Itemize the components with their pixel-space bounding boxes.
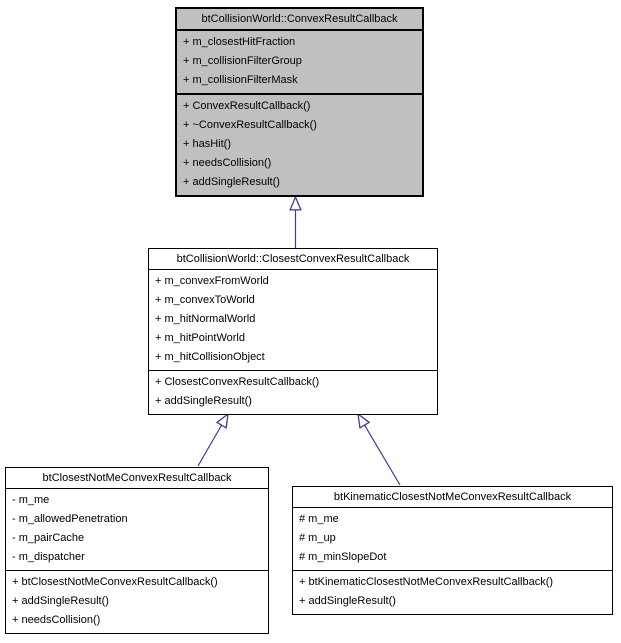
class-member: + addSingleResult() [299,595,396,607]
class-member: + m_convexToWorld [155,294,255,306]
class-attributes: # m_me # m_up # m_minSlopeDot [293,508,612,571]
class-title: btCollisionWorld::ConvexResultCallback [177,9,422,31]
class-member: - m_me [12,494,50,506]
class-title: btClosestNotMeConvexResultCallback [6,468,268,489]
class-member: + addSingleResult() [183,176,280,188]
class-member: + m_collisionFilterMask [183,74,298,86]
class-methods: + btKinematicClosestNotMeConvexResultCal… [293,571,612,614]
class-member: + addSingleResult() [155,395,252,407]
class-attributes: - m_me - m_allowedPenetration - m_pairCach… [6,489,268,571]
class-methods: + btClosestNotMeConvexResultCallback() + … [6,571,268,633]
class-member: # m_minSlopeDot [299,551,387,563]
class-title: btKinematicClosestNotMeConvexResultCallb… [293,487,612,508]
class-box-closest-convex-result-callback[interactable]: btCollisionWorld::ClosestConvexResultCal… [148,248,438,415]
class-member: + hasHit() [183,138,231,150]
class-member: + btClosestNotMeConvexResultCallback() [12,576,218,588]
class-member: - m_allowedPenetration [12,513,128,525]
class-box-closest-not-me-convex-result-callback[interactable]: btClosestNotMeConvexResultCallback - m_m… [5,467,269,634]
class-member: + m_convexFromWorld [155,275,269,287]
class-methods: + ClosestConvexResultCallback() + addSing… [149,371,437,414]
class-box-kinematic-closest-not-me-convex-result-callback[interactable]: btKinematicClosestNotMeConvexResultCallb… [292,486,613,615]
class-member: + addSingleResult() [12,595,109,607]
class-methods: + ConvexResultCallback() + ~ConvexResultC… [177,95,422,195]
class-attributes: + m_closestHitFraction + m_collisionFilte… [177,31,422,95]
class-member: + btKinematicClosestNotMeConvexResultCal… [299,576,554,588]
class-member: + ClosestConvexResultCallback() [155,376,320,388]
class-member: + ConvexResultCallback() [183,100,311,112]
class-member: # m_up [299,532,336,544]
class-member: - m_dispatcher [12,551,85,563]
class-member: + m_hitNormalWorld [155,313,256,325]
class-member: + m_closestHitFraction [183,36,296,48]
inheritance-arrow-kinematic-to-closest [358,414,401,486]
class-box-convex-result-callback[interactable]: btCollisionWorld::ConvexResultCallback +… [175,7,424,197]
class-title: btCollisionWorld::ClosestConvexResultCal… [149,249,437,270]
class-member: + m_hitPointWorld [155,332,245,344]
class-member: - m_pairCache [12,532,85,544]
class-member: # m_me [299,513,339,525]
class-member: + needsCollision() [12,614,101,626]
class-member: + m_hitCollisionObject [155,351,265,363]
class-attributes: + m_convexFromWorld + m_convexToWorld + m_… [149,270,437,371]
class-member: + needsCollision() [183,157,272,169]
class-member: + ~ConvexResultCallback() [183,119,317,131]
inheritance-arrow-notme-to-closest [197,414,228,467]
class-member: + m_collisionFilterGroup [183,55,302,67]
